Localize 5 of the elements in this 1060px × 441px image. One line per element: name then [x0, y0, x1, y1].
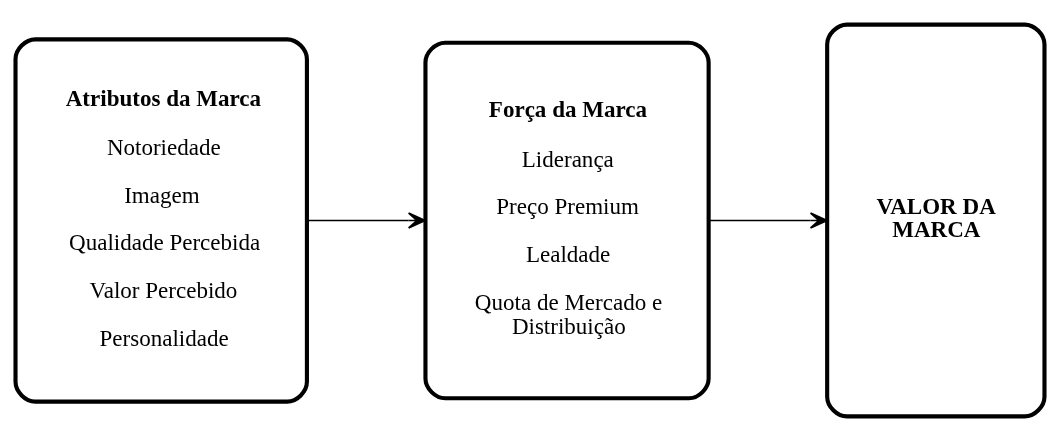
node-box: VALOR DA MARCA [825, 22, 1047, 419]
arrow [708, 212, 828, 229]
node-box: Força da Marca Liderança Preço Premium Lealdade Quota de Mercado e Distribuição [423, 40, 711, 401]
node-box: Atributos da Marca Notoriedade Imagem Qualidade Percebida Valor Percebido Personalidade [13, 37, 309, 404]
arrow [306, 212, 426, 229]
